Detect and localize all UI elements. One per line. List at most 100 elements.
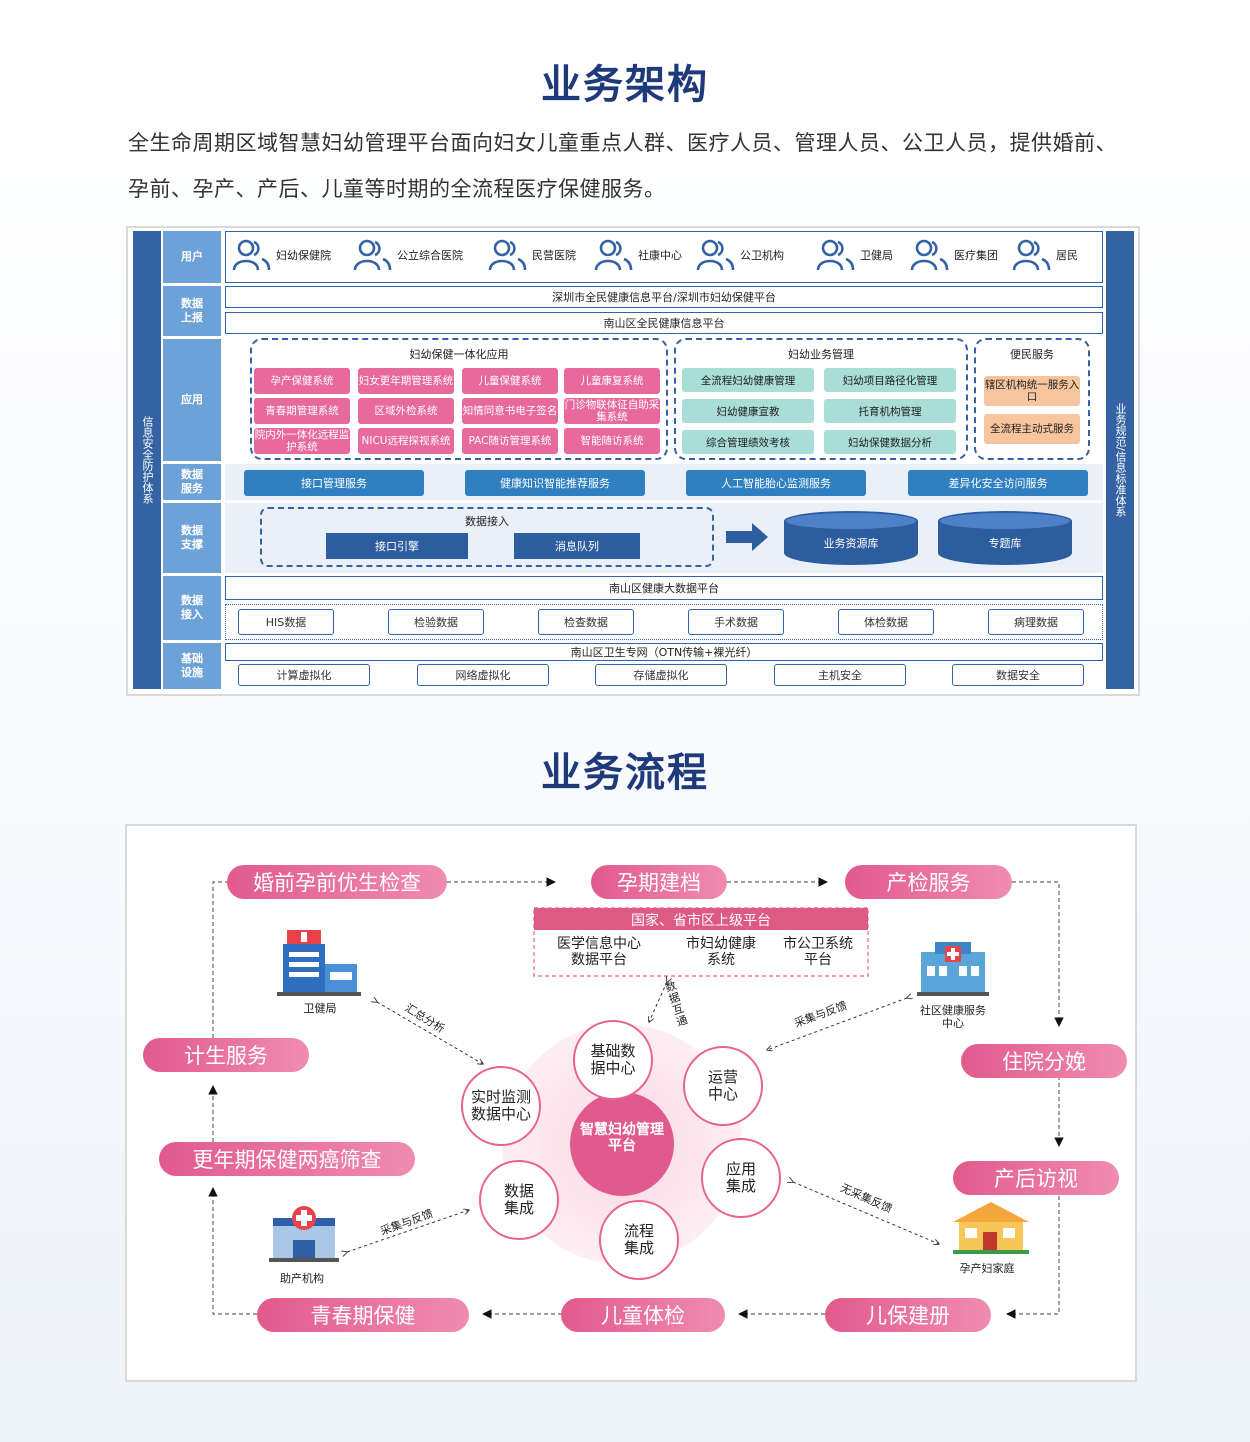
app-group-3-title: 便民服务 bbox=[1010, 348, 1054, 361]
data-service: 接口管理服务 bbox=[244, 470, 424, 496]
user-item: 民营医院 bbox=[488, 238, 576, 272]
entity-family: 孕产妇家庭 bbox=[959, 1262, 1015, 1275]
app-module: 知情同意书电子签名 bbox=[462, 398, 558, 424]
access-band bbox=[225, 604, 1103, 640]
stage-child-check: 儿童体检 bbox=[561, 1298, 725, 1332]
user-group-icon bbox=[353, 239, 392, 271]
user-group-icon bbox=[696, 239, 735, 271]
data-access-box bbox=[260, 507, 714, 567]
app-module: 妇女更年期管理系统 bbox=[358, 368, 454, 394]
entity-community-center: 社区健康服务中心 bbox=[920, 1004, 986, 1030]
intro-text: 全生命周期区域智慧妇幼管理平台面向妇女儿童重点人群、医疗人员、管理人员、公卫人员… bbox=[128, 131, 1117, 201]
user-item: 卫健局 bbox=[816, 238, 893, 272]
architecture-diagram: 信息安全防护体系 业务规范/信息标准体系 用户 数据上报 应用 数据服务 数据支… bbox=[126, 226, 1140, 696]
node-data-integration: 数据集成 bbox=[479, 1160, 559, 1240]
user-item: 公卫机构 bbox=[696, 238, 784, 272]
app-module: 儿童康复系统 bbox=[564, 368, 660, 394]
home-icon bbox=[953, 1202, 1029, 1254]
platform-item-3: 市公卫系统平台 bbox=[783, 936, 853, 968]
data-service: 健康知识智能推荐服务 bbox=[465, 470, 645, 496]
node-base-data: 基础数据中心 bbox=[573, 1020, 653, 1100]
user-group-icon bbox=[910, 239, 949, 271]
app-module: 儿童保健系统 bbox=[462, 368, 558, 394]
business-module: 全流程妇幼健康管理 bbox=[682, 368, 814, 392]
row-report: 数据上报 bbox=[163, 286, 221, 336]
user-group-icon bbox=[816, 239, 855, 271]
upper-platform-title: 国家、省市区上级平台 bbox=[631, 913, 771, 929]
row-infra: 基础设施 bbox=[163, 643, 221, 689]
user-item: 居民 bbox=[1012, 238, 1078, 272]
user-item: 公立综合医院 bbox=[353, 238, 463, 272]
hospital-icon bbox=[269, 1206, 339, 1262]
node-realtime-monitor: 实时监测数据中心 bbox=[461, 1066, 541, 1146]
stage-pregnancy-file: 孕期建档 bbox=[591, 865, 727, 899]
row-service: 数据服务 bbox=[163, 464, 221, 500]
data-service: 人工智能胎心监测服务 bbox=[686, 470, 866, 496]
platform-item-1: 医学信息中心数据平台 bbox=[557, 936, 641, 968]
user-label: 民营医院 bbox=[532, 249, 576, 262]
business-db: 业务资源库 bbox=[784, 511, 918, 567]
flow-connectors bbox=[208, 877, 1064, 1319]
report-bar-1: 深圳市全民健康信息平台/深圳市妇幼保健平台 bbox=[225, 286, 1103, 308]
data-source: 病理数据 bbox=[988, 609, 1084, 635]
user-label: 社康中心 bbox=[638, 249, 682, 262]
platform-item-2: 市妇幼健康系统 bbox=[686, 936, 756, 968]
app-group-2 bbox=[674, 338, 968, 460]
app-group-1-title: 妇幼保健一体化应用 bbox=[409, 348, 509, 361]
row-access: 数据接入 bbox=[163, 576, 221, 640]
stage-prenatal: 产检服务 bbox=[845, 865, 1012, 899]
stage-menopause: 更年期保健两癌筛查 bbox=[159, 1142, 415, 1176]
bigdata-bar: 南山区健康大数据平台 bbox=[225, 576, 1103, 600]
app-module: NICU远程探视系统 bbox=[358, 428, 454, 454]
user-label: 妇幼保健院 bbox=[276, 249, 331, 262]
user-item: 医疗集团 bbox=[910, 238, 998, 272]
network-bar: 南山区卫生专网（OTN传输+裸光纤） bbox=[225, 643, 1103, 661]
entity-hospital: 助产机构 bbox=[280, 1272, 324, 1285]
business-module: 综合管理绩效考核 bbox=[682, 430, 814, 454]
user-group-icon bbox=[232, 239, 271, 271]
row-support: 数据支撑 bbox=[163, 503, 221, 573]
arch-title: 业务架构 bbox=[541, 62, 709, 108]
stage-premarital: 婚前孕前优生检查 bbox=[227, 865, 447, 899]
data-source: 体检数据 bbox=[838, 609, 934, 635]
message-queue: 消息队列 bbox=[514, 533, 640, 559]
flow-title: 业务流程 bbox=[541, 750, 709, 796]
right-arrow-icon bbox=[726, 523, 768, 551]
entity-health-bureau: 卫健局 bbox=[303, 1002, 337, 1015]
app-module: 门诊物联体征自助采集系统 bbox=[564, 398, 660, 424]
app-group-2-title: 妇幼业务管理 bbox=[788, 348, 854, 361]
convenience-module: 全流程主动式服务 bbox=[984, 414, 1080, 444]
app-module: 孕产保健系统 bbox=[254, 368, 350, 394]
user-label: 居民 bbox=[1056, 249, 1078, 262]
infra-item: 数据安全 bbox=[952, 664, 1084, 686]
user-group-icon bbox=[1012, 239, 1051, 271]
report-bar-2: 南山区全民健康信息平台 bbox=[225, 312, 1103, 334]
infra-item: 计算虚拟化 bbox=[238, 664, 370, 686]
infra-item: 网络虚拟化 bbox=[417, 664, 549, 686]
app-group-3 bbox=[974, 338, 1090, 460]
flow-diagram: 婚前孕前优生检查 孕期建档 产检服务 住院分娩 产后访视 儿保建册 儿童体检 青… bbox=[125, 824, 1137, 1382]
topic-db: 专题库 bbox=[938, 511, 1072, 567]
user-item: 社康中心 bbox=[594, 238, 682, 272]
app-module: 区域外检系统 bbox=[358, 398, 454, 424]
user-label: 医疗集团 bbox=[954, 249, 998, 262]
infra-item: 存储虚拟化 bbox=[595, 664, 727, 686]
interface-engine: 接口引擎 bbox=[326, 533, 468, 559]
user-group-icon bbox=[488, 239, 527, 271]
center-platform: 智慧妇幼管理平台 bbox=[580, 1122, 664, 1154]
infra-item: 主机安全 bbox=[774, 664, 906, 686]
data-access-title: 数据接入 bbox=[465, 515, 509, 528]
data-service: 差异化安全访问服务 bbox=[908, 470, 1088, 496]
user-item: 妇幼保健院 bbox=[232, 238, 331, 272]
data-source: HIS数据 bbox=[238, 609, 334, 635]
stage-child-register: 儿保建册 bbox=[825, 1298, 991, 1332]
node-app-integration: 应用集成 bbox=[701, 1138, 781, 1218]
left-sidebar: 信息安全防护体系 bbox=[133, 231, 161, 689]
node-process-integration: 流程集成 bbox=[599, 1200, 679, 1280]
row-user: 用户 bbox=[163, 231, 221, 283]
app-module: 智能随访系统 bbox=[564, 428, 660, 454]
app-module: PAC随访管理系统 bbox=[462, 428, 558, 454]
health-bureau-icon bbox=[277, 930, 361, 996]
business-module: 托育机构管理 bbox=[824, 399, 956, 423]
business-module: 妇幼保健数据分析 bbox=[824, 430, 956, 454]
